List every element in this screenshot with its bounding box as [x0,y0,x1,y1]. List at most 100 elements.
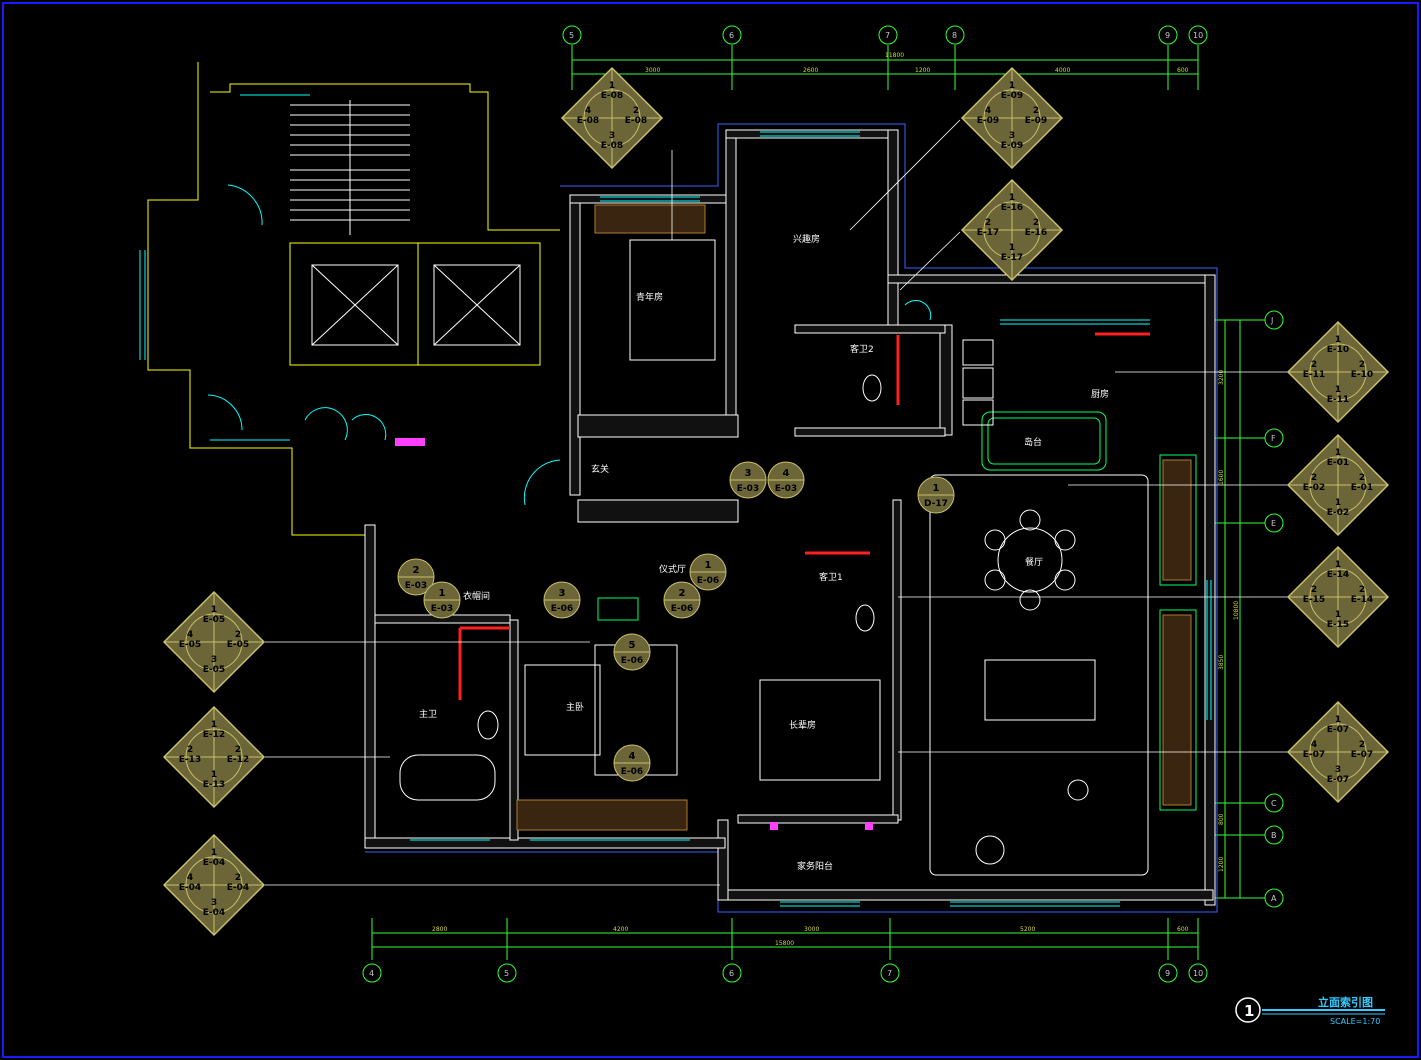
inner-index-sheet: D-17 [924,499,948,509]
dim-bottom-seg: 2800 [432,926,447,933]
dim-bottom-seg: 5200 [1020,926,1035,933]
inner-index-sheet: E-06 [697,576,719,586]
inner-index-sheet: E-03 [737,484,759,494]
inner-index-sheet: E-06 [671,604,693,614]
dim-top-seg: 1200 [915,67,930,74]
inner-index-number: 4 [629,751,636,762]
dim-bottom-seg: 4200 [613,926,628,933]
stair-treads [290,100,410,235]
inner-index-group: 3E-034E-032E-031E-033E-062E-061E-065E-06… [397,461,955,782]
top-axis-labels: 5 6 7 8 9 10 [569,31,1203,40]
axis-label: 8 [952,31,957,40]
axis-label: 5 [569,31,574,40]
axis-label: 5 [504,969,509,978]
windows [139,94,1212,907]
bottom-dimensions [371,918,1199,960]
inner-index-number: 1 [439,588,446,599]
right-axis-bubbles [1264,310,1284,908]
inner-index-sheet: E-06 [621,767,643,777]
dim-bottom-seg: 600 [1177,926,1189,933]
title-block: 1 立面索引图 SCALE=1:70 [1235,995,1385,1026]
top-axis-bubbles [562,25,1208,45]
inner-index-number: 4 [783,468,790,479]
inner-index-number: 3 [559,588,566,599]
axis-label: 6 [729,31,734,40]
top-dimension-text: 11800 3000 2600 1200 4000 600 [645,52,1189,74]
room-label-zhuwei: 主卫 [419,708,437,720]
axis-label: J [1270,316,1273,325]
axis-label: 9 [1165,969,1170,978]
inner-index-sheet: E-03 [431,604,453,614]
bottom-axis-labels: 4 5 6 7 9 10 [369,969,1203,978]
inner-index-sheet: E-06 [621,656,643,666]
dim-bottom-total: 15800 [775,940,794,947]
magenta-marks [395,438,873,830]
inner-index-e06a: 3E-06 [543,581,581,619]
inner-index-e06e: 4E-06 [613,744,651,782]
inner-index-e03d: 1E-03 [423,581,461,619]
inner-index-d17: 1D-17 [917,476,955,514]
wardrobes [516,204,1192,831]
axis-label: 7 [885,31,890,40]
drawing-number: 1 [1244,1002,1254,1020]
dim-top-seg: 600 [1177,67,1189,74]
beds [524,239,881,781]
inner-index-e06b: 2E-06 [663,581,701,619]
elevator-shafts [311,264,521,346]
door-swings [207,184,932,506]
room-label-xuanguan: 玄关 [591,463,609,475]
dim-right-seg: 1600 [1218,470,1225,485]
drawing-title: 立面索引图 [1318,995,1373,1009]
drawing-number-circle [1235,997,1261,1023]
inner-index-sheet: E-03 [405,581,427,591]
dim-right-seg: 1200 [1218,857,1225,872]
axis-label: C [1271,799,1277,808]
axis-label: 9 [1165,31,1170,40]
room-label-kewei2: 客卫2 [850,343,874,355]
axis-label: 4 [369,969,374,978]
room-label-zhanglaofang: 长辈房 [789,719,816,731]
axis-label: 10 [1193,969,1203,978]
dim-top-total: 11800 [885,52,904,59]
inner-index-e06d: 5E-06 [613,633,651,671]
dining-area [929,474,1149,876]
dim-top-seg: 4000 [1055,67,1070,74]
inner-index-number: 5 [629,640,636,651]
axis-label: 7 [887,969,892,978]
dim-right-total: 10800 [1233,601,1240,620]
room-label-qingnian: 青年房 [636,291,663,303]
core-stair-area [147,62,560,536]
room-label-yishiting: 仪式厅 [659,563,686,575]
axis-label: F [1271,434,1276,443]
inner-index-number: 2 [413,565,420,576]
